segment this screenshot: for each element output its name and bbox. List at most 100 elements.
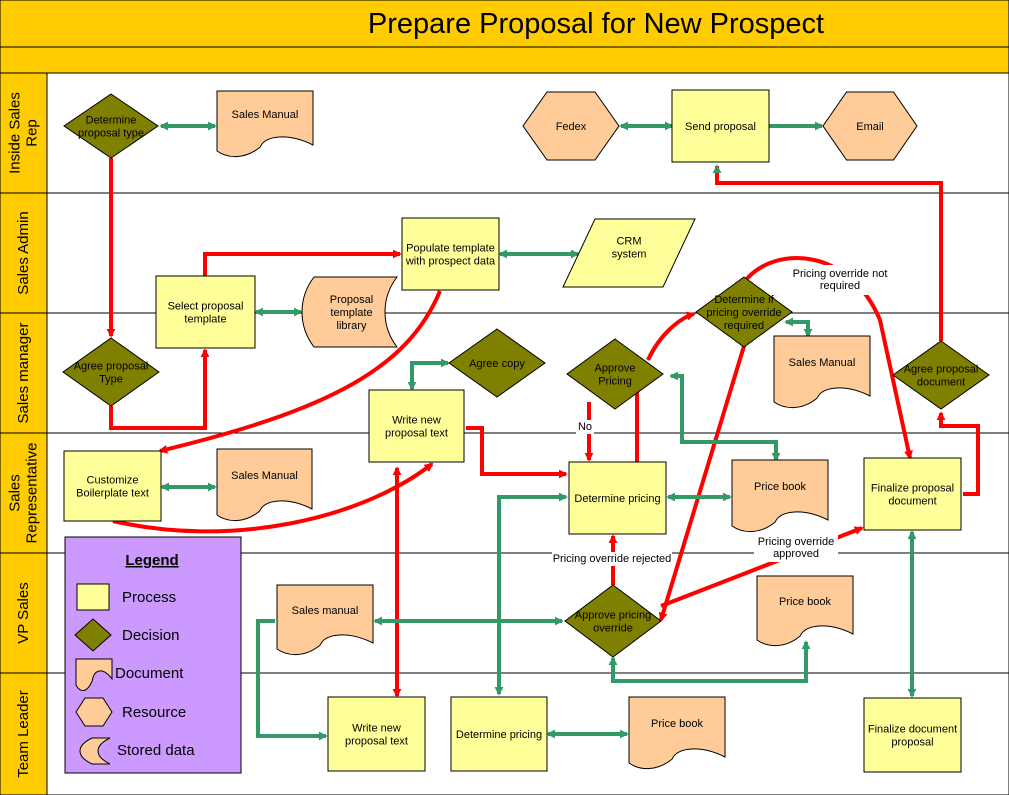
lane-sales-representative: SalesRepresentative bbox=[0, 432, 1009, 554]
edge-approve-pricing-price-book bbox=[669, 371, 781, 462]
node-label: Determine pricing bbox=[456, 729, 542, 741]
legend-label: Resource bbox=[122, 704, 186, 721]
legend-item-process: Process bbox=[76, 583, 176, 611]
edge-pricing-branch bbox=[497, 492, 568, 621]
lane-label: VP Sales bbox=[15, 582, 32, 643]
resource-icon bbox=[75, 697, 113, 727]
node-price-book-tl: Price book bbox=[628, 696, 726, 769]
flow-edges bbox=[106, 121, 980, 741]
node-email: Email bbox=[822, 91, 918, 161]
node-label: Price book bbox=[651, 718, 703, 730]
stored-data-icon bbox=[79, 737, 111, 765]
node-label: Sales Manual bbox=[231, 470, 298, 482]
lane-label: Sales Admin bbox=[15, 211, 32, 294]
node-price-book-vp: Price book bbox=[756, 575, 854, 646]
lane-header bbox=[0, 432, 48, 554]
node-label: Price book bbox=[779, 596, 831, 608]
legend-item-stored-data: Stored data bbox=[79, 737, 195, 765]
edge-label-text: No bbox=[578, 421, 592, 433]
lane-label: Team Leader bbox=[15, 690, 32, 778]
node-sales-manual-vp: Sales manual bbox=[276, 584, 374, 655]
node-label: Agree copy bbox=[469, 358, 525, 370]
node-determine-pricing-rep: Determine pricing bbox=[568, 461, 667, 535]
node-sales-manual-mgr: Sales Manual bbox=[773, 335, 871, 408]
edge-label-override-rejected: Pricing override rejected bbox=[552, 552, 672, 566]
edge-label-text: Pricing override rejected bbox=[553, 553, 672, 565]
edge-approve-to-override-check bbox=[646, 311, 696, 361]
node-label: Fedex bbox=[556, 121, 587, 133]
node-price-book-rep: Price book bbox=[731, 459, 829, 532]
node-label: Sales Manual bbox=[232, 109, 299, 121]
decision-icon bbox=[74, 618, 112, 652]
node-label: Email bbox=[856, 121, 884, 133]
lane-header bbox=[0, 72, 48, 194]
legend-label: Process bbox=[122, 589, 176, 606]
node-determine-pricing-tl: Determine pricing bbox=[450, 696, 548, 772]
node-label: Sales manual bbox=[292, 605, 359, 617]
diagram-title: Prepare Proposal for New Prospect bbox=[368, 8, 824, 40]
node-sales-manual-isr: Sales Manual bbox=[216, 90, 314, 157]
edge-agree-type-to-select-template bbox=[109, 348, 210, 430]
edge-label-no: No bbox=[576, 420, 594, 434]
legend-item-document: Document bbox=[75, 658, 184, 691]
edge-write-text-to-pricing bbox=[466, 426, 568, 479]
node-agree-copy: Agree copy bbox=[448, 328, 546, 398]
document-icon bbox=[75, 658, 113, 691]
lane-header bbox=[0, 312, 48, 434]
edge-override-check-sales-manual bbox=[784, 317, 813, 338]
node-sales-manual-rep: Sales Manual bbox=[216, 448, 313, 521]
process-icon bbox=[76, 583, 110, 611]
lane-label: Sales manager bbox=[15, 323, 32, 424]
lane-header bbox=[0, 552, 48, 674]
node-fedex: Fedex bbox=[522, 91, 620, 161]
edge-override-check-to-finalize bbox=[743, 256, 913, 460]
legend-item-decision: Decision bbox=[74, 618, 180, 652]
edge-agree-document-to-send bbox=[712, 164, 943, 341]
edge-finalize-to-agree-document bbox=[936, 411, 980, 496]
legend-label: Decision bbox=[122, 627, 180, 644]
legend: LegendProcessDecisionDocumentResourceSto… bbox=[64, 536, 242, 774]
node-label: Determine pricing bbox=[574, 493, 660, 505]
legend-title: Legend bbox=[125, 552, 178, 569]
node-send-proposal: Send proposal bbox=[671, 89, 770, 163]
edge-write-text-agree-copy bbox=[407, 358, 450, 391]
lane-header bbox=[0, 672, 48, 795]
legend-label: Stored data bbox=[117, 742, 195, 759]
node-label: Price book bbox=[754, 481, 806, 493]
legend-box bbox=[64, 536, 242, 774]
lane-label: SalesRepresentative bbox=[7, 443, 41, 544]
